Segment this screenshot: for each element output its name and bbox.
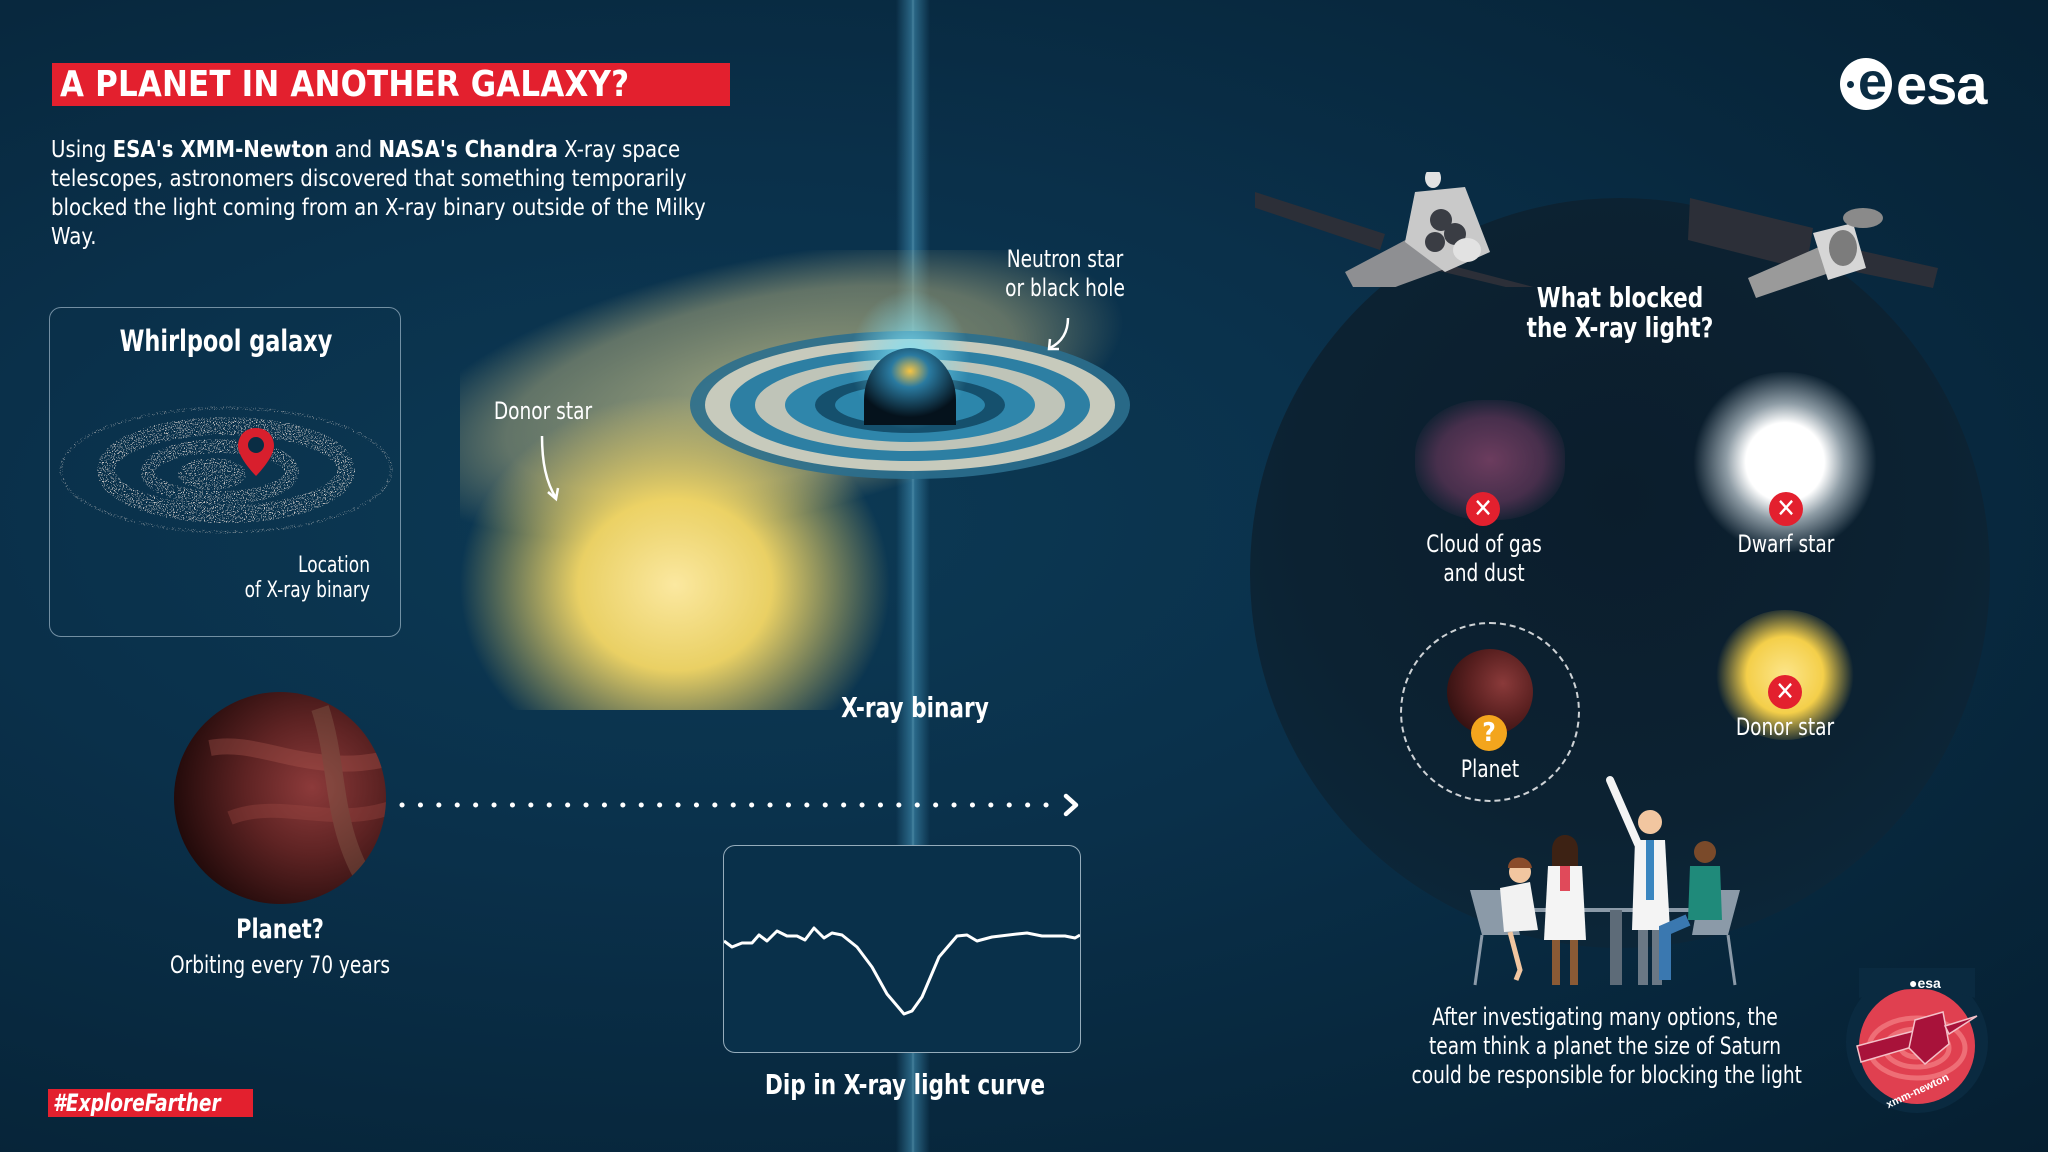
planet-orbit-text: Orbiting every 70 years	[169, 951, 391, 979]
donor-star-label: Donor star	[493, 397, 593, 425]
dotted-arrow-icon	[399, 793, 1079, 817]
option-planet-label: Planet	[1460, 755, 1520, 783]
x-ray-binary-title: X-ray binary	[841, 691, 989, 724]
question-title-line1: What blocked	[1536, 281, 1704, 314]
conclusion-text: After investigating many options, the te…	[1411, 1003, 1802, 1090]
patch-esa-text: ●esa	[1909, 975, 1941, 991]
option-cloud-label: Cloud of gas and dust	[1398, 530, 1570, 588]
planet-title: Planet?	[236, 914, 324, 945]
light-curve-chart	[723, 845, 1081, 1053]
option-cloud-line1: Cloud of gas	[1426, 530, 1542, 558]
question-title: What blocked the X-ray light?	[1517, 283, 1723, 343]
intro-part1: Using	[51, 137, 113, 163]
compact-arrow-icon	[1047, 317, 1070, 351]
esa-logo-text: esa	[1896, 52, 1987, 116]
conclusion-line1: After investigating many options, the	[1432, 1003, 1778, 1031]
intro-xmm: ESA's XMM-Newton	[112, 137, 329, 163]
whirlpool-galaxy-panel: Whirlpool galaxy Location of X-ray binar…	[49, 307, 401, 637]
intro-chandra: NASA's Chandra	[378, 137, 558, 163]
whirlpool-title: Whirlpool galaxy	[119, 324, 333, 358]
page-title-text: A PLANET IN ANOTHER GALAXY?	[60, 64, 630, 105]
intro-part3: X-ray space telescopes, astronomers disc…	[51, 137, 706, 250]
x-icon: ✕	[1768, 675, 1802, 709]
intro-text: Using ESA's XMM-Newton and NASA's Chandr…	[51, 136, 756, 252]
planet-illustration	[174, 692, 386, 904]
esa-logo: e esa	[1840, 53, 1987, 116]
x-glyph: ✕	[1775, 677, 1795, 707]
compact-label-line1: Neutron star	[1006, 245, 1124, 273]
compact-label-line2: or black hole	[1005, 274, 1125, 302]
page-title: A PLANET IN ANOTHER GALAXY?	[52, 63, 730, 106]
x-glyph: ✕	[1473, 494, 1493, 524]
spiral-galaxy-icon	[59, 406, 393, 534]
conclusion-line2: team think a planet the size of Saturn	[1428, 1032, 1781, 1060]
options-circle	[1250, 198, 1990, 948]
x-icon: ✕	[1466, 492, 1500, 526]
option-cloud-line2: and dust	[1443, 559, 1525, 587]
xmm-newton-mission-patch: ●esa xmm-newton	[1846, 968, 1988, 1113]
donor-arrow-icon	[540, 435, 560, 502]
xmm-newton-satellite-icon	[1255, 172, 1534, 287]
location-label-line2: of X-ray binary	[244, 578, 370, 603]
compact-object-label: Neutron star or black hole	[983, 245, 1146, 303]
light-curve-caption: Dip in X-ray light curve	[764, 1068, 1046, 1101]
light-curve-line	[724, 926, 1080, 1016]
option-dwarf-label: Dwarf star	[1737, 530, 1835, 558]
option-donor-label: Donor star	[1735, 713, 1835, 741]
location-label-line1: Location	[298, 553, 370, 578]
conclusion-line3: could be responsible for blocking the li…	[1411, 1061, 1802, 1089]
scientists-illustration	[1470, 776, 1740, 986]
x-ray-binary-illustration	[460, 250, 1130, 710]
x-glyph: ✕	[1776, 494, 1796, 524]
planet-option-ring	[1400, 622, 1580, 802]
map-pin-icon	[238, 428, 274, 476]
question-glyph: ?	[1482, 718, 1496, 748]
question-icon: ?	[1471, 715, 1507, 751]
chandra-satellite-icon	[1688, 198, 1938, 298]
x-icon: ✕	[1769, 492, 1803, 526]
intro-part2: and	[328, 137, 379, 163]
location-label: Location of X-ray binary	[198, 553, 370, 603]
hashtag-badge: #ExploreFarther	[48, 1089, 253, 1117]
question-title-line2: the X-ray light?	[1526, 311, 1714, 344]
esa-logo-icon: e	[1840, 53, 1892, 111]
hashtag-text: #ExploreFarther	[53, 1089, 221, 1117]
